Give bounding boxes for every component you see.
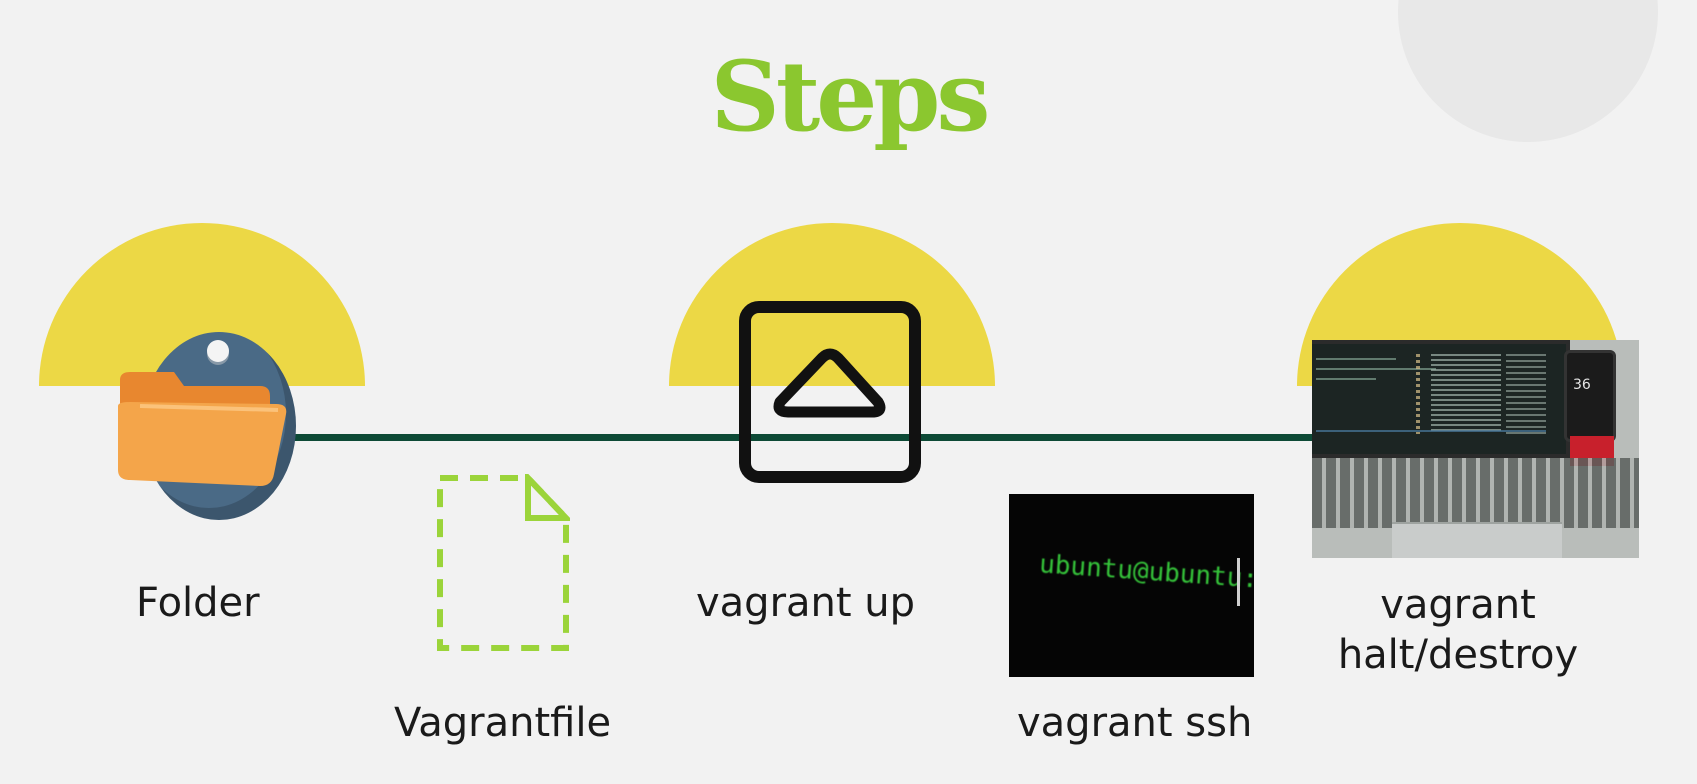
step-label-vagrant-halt-destroy: vagrant halt/destroy bbox=[1318, 580, 1598, 680]
pin-icon bbox=[207, 340, 229, 362]
phone-time: 36 bbox=[1573, 377, 1591, 393]
terminal-prompt: ubuntu@ubuntu:~$ bbox=[1038, 549, 1254, 595]
step-label-vagrant-ssh: vagrant ssh bbox=[1017, 700, 1253, 746]
laptop-keyboard bbox=[1312, 458, 1639, 528]
up-arrow-box-icon bbox=[739, 301, 921, 483]
laptop-photo: 36 bbox=[1312, 340, 1639, 558]
timeline-line bbox=[260, 434, 1317, 441]
step-label-line-1: vagrant bbox=[1380, 582, 1536, 628]
step-label-vagrantfile: Vagrantfile bbox=[394, 700, 612, 746]
phone: 36 bbox=[1564, 350, 1616, 442]
step-label-line-2: halt/destroy bbox=[1337, 632, 1579, 678]
file-icon bbox=[437, 474, 570, 651]
terminal-image: ubuntu@ubuntu:~$ bbox=[1009, 494, 1254, 677]
terminal-cursor bbox=[1237, 558, 1240, 606]
laptop-screen bbox=[1312, 340, 1570, 458]
step-label-folder: Folder bbox=[136, 580, 260, 626]
laptop-trackpad bbox=[1392, 522, 1562, 558]
page-title: Steps bbox=[710, 40, 991, 153]
step-label-vagrant-up: vagrant up bbox=[696, 580, 916, 626]
folder-icon bbox=[118, 372, 287, 486]
